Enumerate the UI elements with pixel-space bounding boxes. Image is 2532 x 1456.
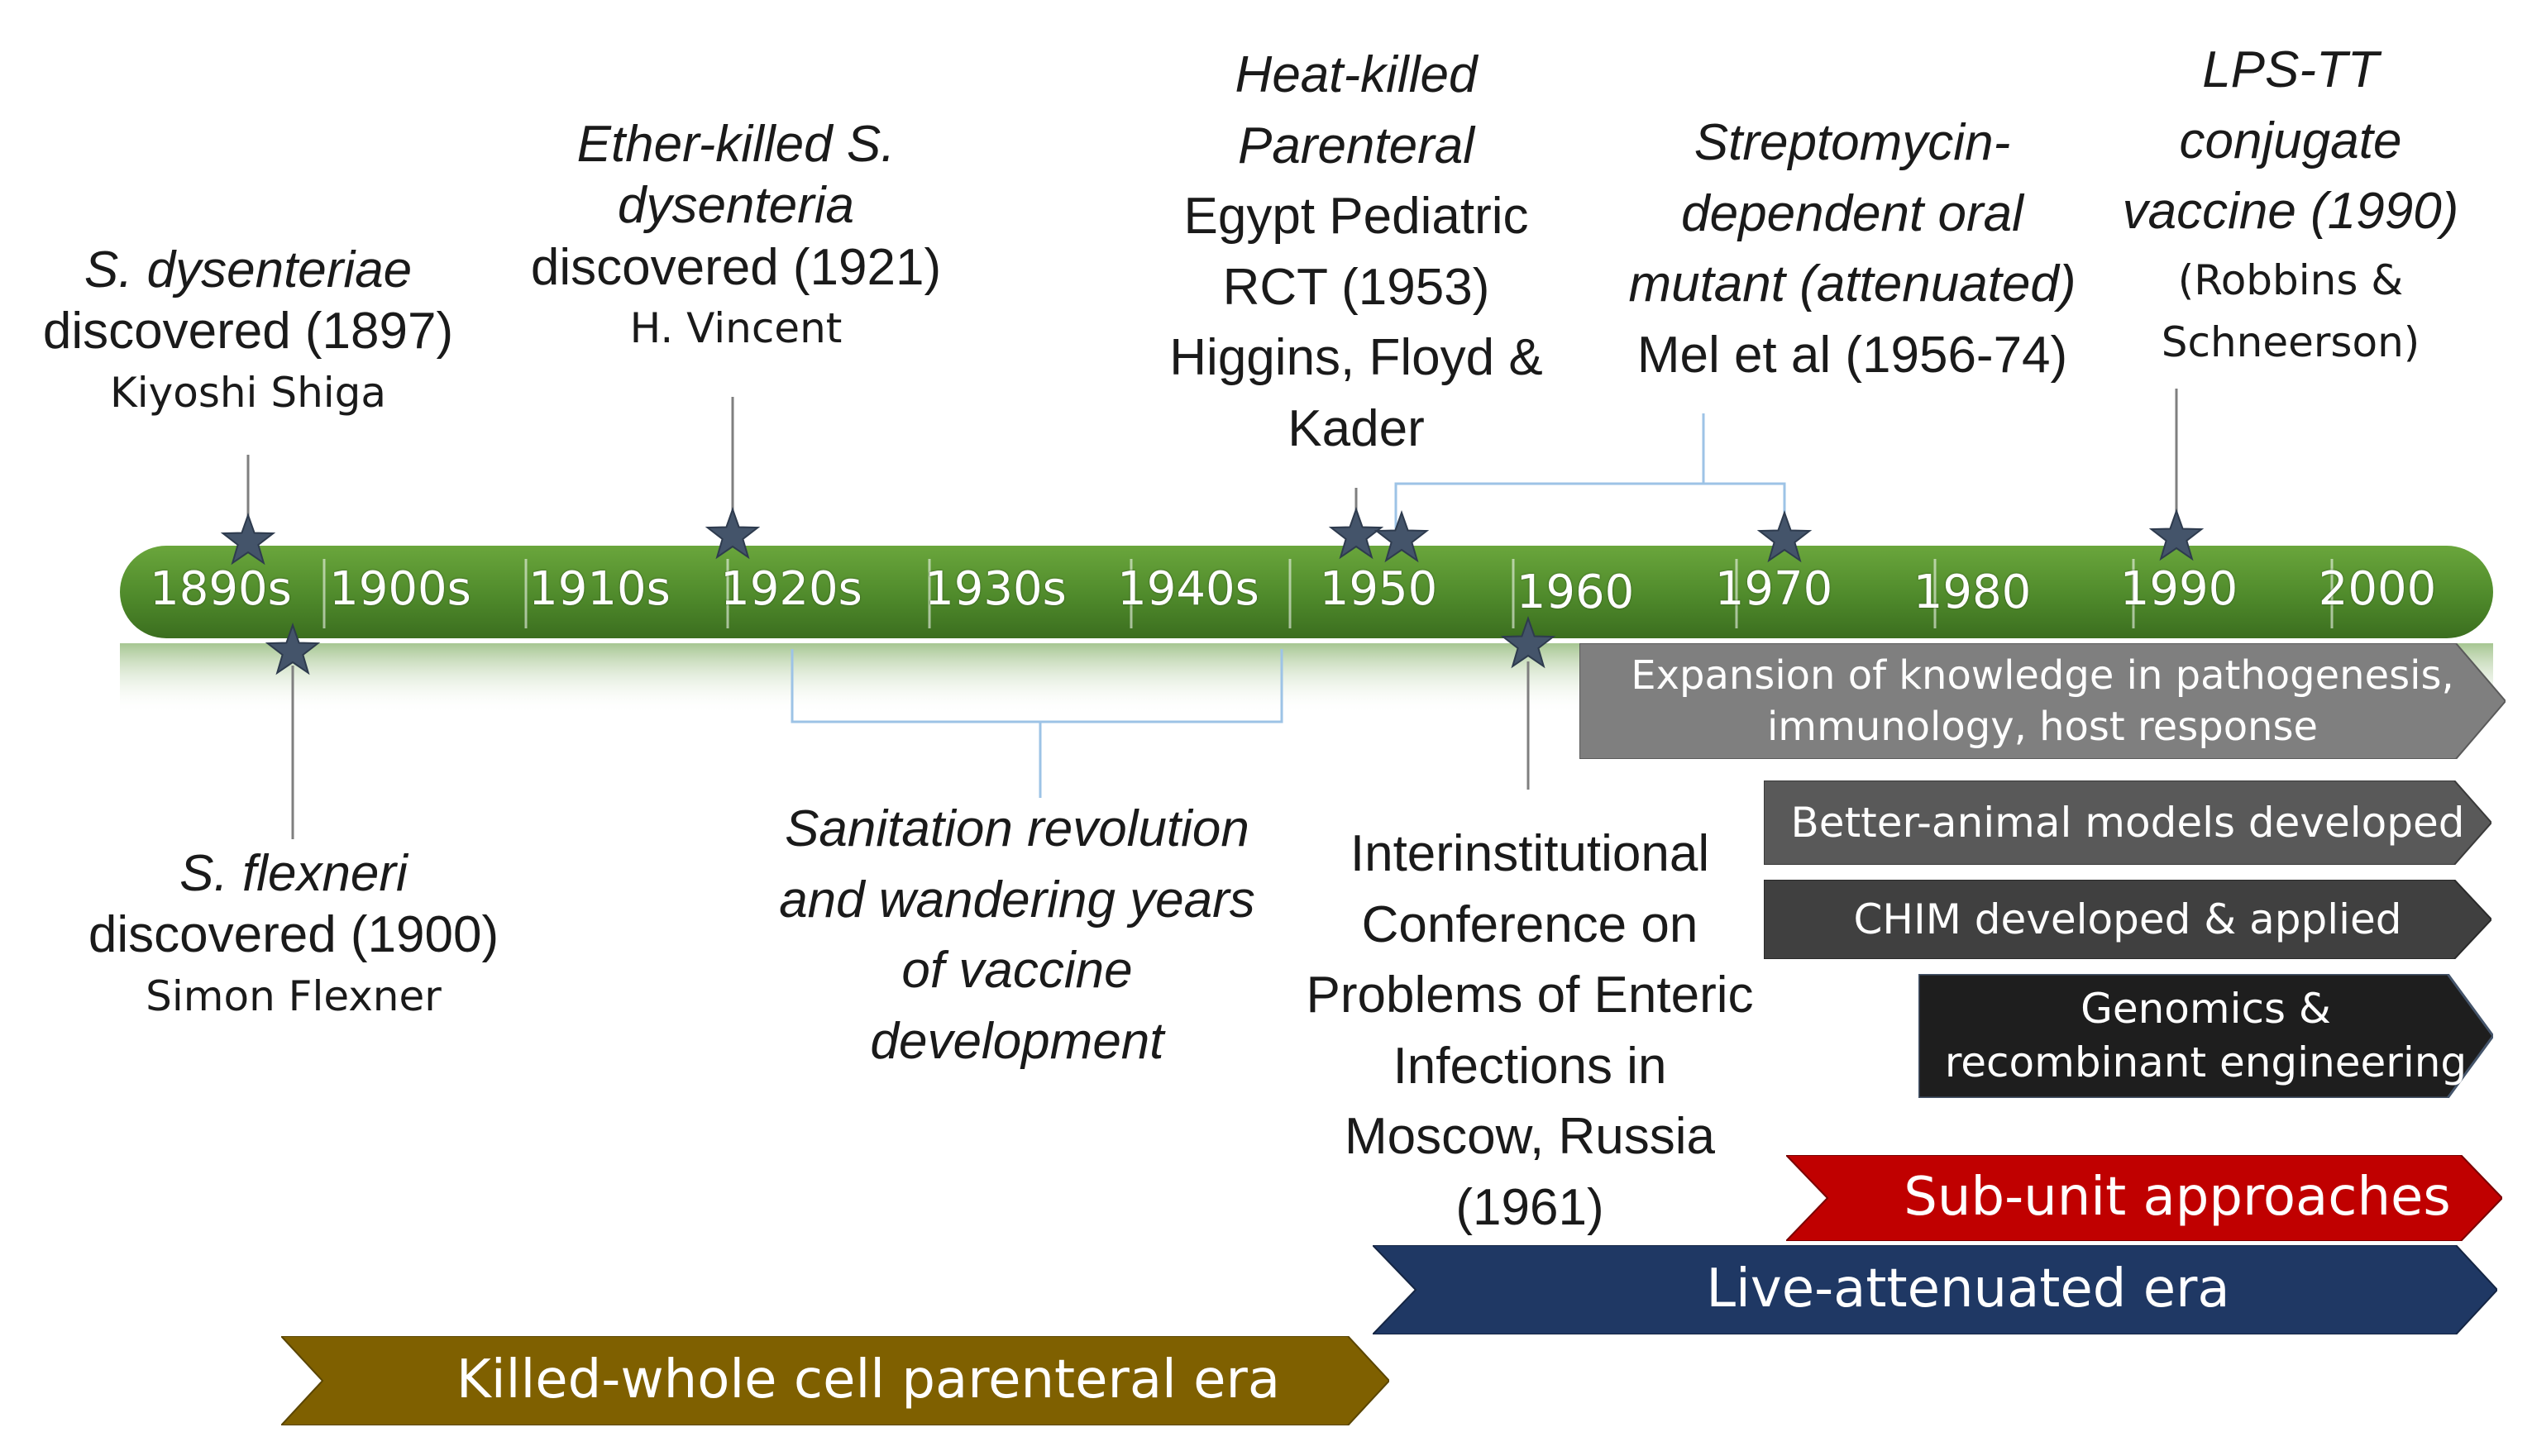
event-author: Simon Flexner <box>146 971 442 1020</box>
decade-separators <box>322 559 2334 628</box>
event-title: Sanitation revolution <box>785 800 1249 857</box>
event-title: vaccine (1990) <box>2122 183 2459 241</box>
event-title: of vaccine <box>901 942 1133 1000</box>
event-title: Interinstitutional <box>1350 825 1710 882</box>
event-title: Conference on <box>1361 895 1698 953</box>
event-title: and wandering years <box>779 871 1255 928</box>
event-detail: (1961) <box>1455 1178 1604 1236</box>
event-star-icon <box>1756 509 1813 563</box>
event-author: Schneerson) <box>2161 317 2420 366</box>
event-title: Ether-killed S. <box>576 116 896 173</box>
event-star-icon <box>1373 509 1430 563</box>
band-expansion: Expansion of knowledge in pathogenesis, … <box>1579 643 2506 759</box>
event-ether-killed: Ether-killed S. dysenteria discovered (1… <box>480 114 992 353</box>
decade-label: 1910s <box>528 562 671 616</box>
band-label: Expansion of knowledge in pathogenesis, <box>1631 652 2454 699</box>
event-title: Streptomycin- <box>1694 114 2011 171</box>
event-detail: RCT (1953) <box>1222 258 1490 316</box>
event-sanitation: Sanitation revolution and wandering year… <box>744 794 1290 1076</box>
band-label: Better-animal models developed <box>1790 798 2465 847</box>
band-killed-whole-cell: Killed-whole cell parenteral era <box>281 1336 1389 1425</box>
decade-label: 1900s <box>329 562 471 616</box>
band-label: Live-attenuated era <box>1706 1258 2230 1320</box>
event-star-icon <box>265 622 321 675</box>
decade-label: 1890s <box>150 562 292 616</box>
decade-label: 2000 <box>2318 562 2437 616</box>
event-star-icon <box>2148 508 2205 561</box>
event-star-icon <box>705 506 761 560</box>
event-title: Parenteral <box>1237 117 1475 174</box>
event-title: dependent oral <box>1681 184 2023 242</box>
band-label: immunology, host response <box>1766 704 2319 750</box>
band-label: Killed-whole cell parenteral era <box>456 1349 1281 1411</box>
decade-label: 1930s <box>924 562 1067 616</box>
event-detail: discovered (1921) <box>530 238 942 296</box>
band-label: CHIM developed & applied <box>1853 895 2402 943</box>
event-dysenteriae: S. dysenteriae discovered (1897) Kiyoshi… <box>0 240 496 418</box>
band-live-attenuated: Live-attenuated era <box>1373 1245 2497 1334</box>
decade-label: 1970 <box>1714 562 1833 616</box>
event-author: Kader <box>1287 399 1425 457</box>
event-flexneri: S. flexneri discovered (1900) Simon Flex… <box>45 843 542 1021</box>
event-author: Higgins, Floyd & <box>1169 329 1543 387</box>
event-conference: Interinstitutional Conference on Problem… <box>1273 819 1786 1243</box>
event-title: Heat-killed <box>1235 46 1478 103</box>
event-author: (Robbins & <box>2177 255 2404 304</box>
band-subunit: Sub-unit approaches <box>1786 1155 2502 1241</box>
decade-label: 1920s <box>720 562 862 616</box>
band-label: Sub-unit approaches <box>1904 1167 2451 1229</box>
band-label: recombinant engineering <box>1944 1038 2468 1086</box>
event-author: H. Vincent <box>629 304 843 353</box>
event-title: conjugate <box>2179 112 2402 169</box>
event-lps-tt: LPS-TT conjugate vaccine (1990) (Robbins… <box>2067 35 2514 371</box>
event-title: LPS-TT <box>2202 41 2379 98</box>
band-label: Genomics & <box>2081 985 2331 1033</box>
event-star-icon <box>1500 615 1556 669</box>
timeline-bar <box>120 546 2493 638</box>
event-detail: Egypt Pediatric <box>1183 188 1529 246</box>
decade-label: 1990 <box>2119 562 2238 616</box>
event-star-icon <box>1328 506 1384 560</box>
event-heat-killed: Heat-killed Parenteral Egypt Pediatric R… <box>1141 40 1571 464</box>
event-title: S. dysenteriae <box>84 241 413 298</box>
event-streptomycin: Streptomycin- dependent oral mutant (att… <box>1596 107 2109 390</box>
band-animal-models: Better-animal models developed <box>1764 781 2491 865</box>
event-title: development <box>870 1012 1164 1070</box>
event-detail: Mel et al (1956-74) <box>1636 326 2068 384</box>
event-stars <box>220 506 2205 675</box>
band-genomics: Genomics & recombinant engineering <box>1918 974 2493 1098</box>
event-title: Problems of Enteric <box>1306 967 1754 1024</box>
decade-label: 1940s <box>1117 562 1259 616</box>
event-title: S. flexneri <box>179 845 408 902</box>
decade-label: 1950 <box>1319 562 1438 616</box>
event-title: mutant (attenuated) <box>1628 255 2076 313</box>
event-title: dysenteria <box>617 177 855 235</box>
event-title: Moscow, Russia <box>1345 1108 1715 1166</box>
event-detail: discovered (1897) <box>42 303 454 360</box>
event-title: Infections in <box>1393 1037 1667 1095</box>
decade-label: 1980 <box>1913 566 2032 619</box>
band-chim: CHIM developed & applied <box>1764 880 2491 959</box>
decade-label: 1960 <box>1516 566 1635 619</box>
event-author: Kiyoshi Shiga <box>109 368 387 417</box>
event-star-icon <box>220 512 276 566</box>
event-detail: discovered (1900) <box>88 906 499 964</box>
